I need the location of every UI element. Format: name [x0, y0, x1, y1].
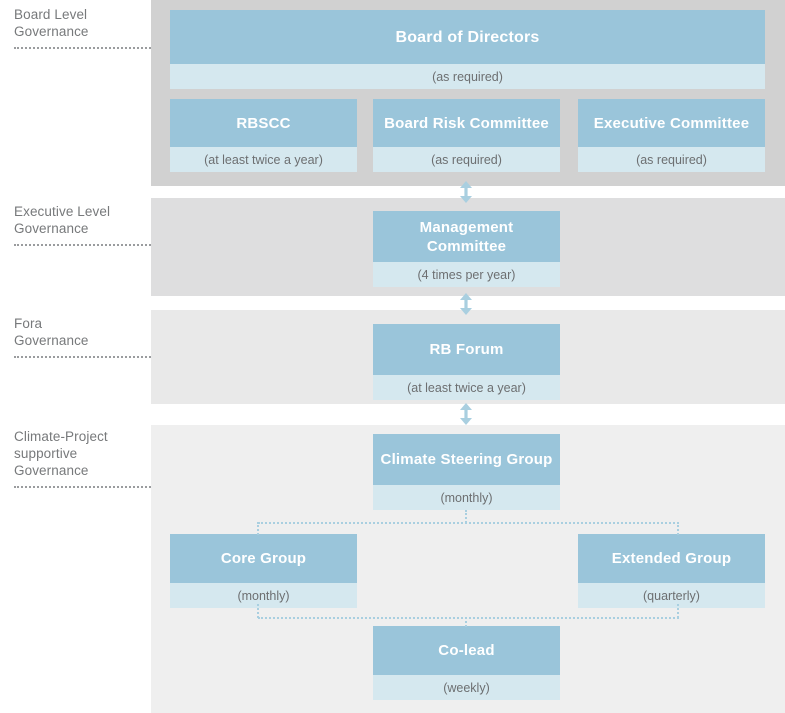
level-label-board-line1: Board Level — [14, 7, 88, 22]
node-board-risk-committee-frequency: (as required) — [373, 147, 560, 172]
level-rule-executive — [14, 244, 151, 246]
level-label-board: Board Level Governance — [14, 6, 150, 40]
node-board-of-directors-title: Board of Directors — [170, 10, 765, 64]
connector-climate-steering-group-stem — [465, 510, 467, 523]
node-management-committee[interactable]: Management Committee (4 times per year) — [373, 211, 560, 287]
double-arrow-icon-board-management — [456, 180, 476, 204]
double-arrow-icon-management-rbforum — [456, 292, 476, 316]
connector-lower-horizontal — [258, 617, 679, 619]
node-rbscc-frequency: (at least twice a year) — [170, 147, 357, 172]
connector-extended-group-lower-stem — [677, 604, 679, 618]
connector-extended-group-upper-stem — [677, 522, 679, 535]
level-label-fora: Fora Governance — [14, 315, 150, 349]
connector-core-group-upper-stem — [257, 522, 259, 535]
node-co-lead[interactable]: Co-lead (weekly) — [373, 626, 560, 700]
level-label-executive-line1: Executive Level — [14, 204, 111, 219]
node-co-lead-title: Co-lead — [373, 626, 560, 675]
connector-co-lead-stem — [465, 617, 467, 627]
node-rbscc[interactable]: RBSCC (at least twice a year) — [170, 99, 357, 172]
node-management-committee-title: Management Committee — [373, 211, 560, 262]
level-label-fora-line1: Fora — [14, 316, 43, 331]
level-label-climate: Climate-Project supportive Governance — [14, 428, 150, 479]
node-executive-committee[interactable]: Executive Committee (as required) — [578, 99, 765, 172]
level-label-climate-line1: Climate-Project — [14, 429, 108, 444]
node-extended-group-frequency: (quarterly) — [578, 583, 765, 608]
node-management-committee-frequency: (4 times per year) — [373, 262, 560, 287]
double-arrow-icon-rbforum-climate-steering-group — [456, 402, 476, 426]
level-label-fora-line2: Governance — [14, 333, 89, 348]
node-rb-forum-frequency: (at least twice a year) — [373, 375, 560, 400]
level-rule-board — [14, 47, 151, 49]
node-climate-steering-group-title: Climate Steering Group — [373, 434, 560, 485]
level-label-executive-line2: Governance — [14, 221, 89, 236]
node-extended-group-title: Extended Group — [578, 534, 765, 583]
node-extended-group[interactable]: Extended Group (quarterly) — [578, 534, 765, 608]
level-rule-fora — [14, 356, 151, 358]
node-core-group-title: Core Group — [170, 534, 357, 583]
node-rbscc-title: RBSCC — [170, 99, 357, 147]
node-board-of-directors-frequency: (as required) — [170, 64, 765, 89]
node-board-risk-committee-title: Board Risk Committee — [373, 99, 560, 147]
node-core-group-frequency: (monthly) — [170, 583, 357, 608]
node-co-lead-frequency: (weekly) — [373, 675, 560, 700]
level-label-climate-line2: supportive — [14, 446, 78, 461]
node-rb-forum[interactable]: RB Forum (at least twice a year) — [373, 324, 560, 400]
connector-upper-horizontal — [258, 522, 679, 524]
node-executive-committee-frequency: (as required) — [578, 147, 765, 172]
node-executive-committee-title: Executive Committee — [578, 99, 765, 147]
node-climate-steering-group-frequency: (monthly) — [373, 485, 560, 510]
connector-core-group-lower-stem — [257, 604, 259, 618]
level-rule-climate — [14, 486, 151, 488]
node-board-of-directors[interactable]: Board of Directors (as required) — [170, 10, 765, 89]
node-climate-steering-group[interactable]: Climate Steering Group (monthly) — [373, 434, 560, 510]
node-board-risk-committee[interactable]: Board Risk Committee (as required) — [373, 99, 560, 172]
level-label-board-line2: Governance — [14, 24, 89, 39]
node-core-group[interactable]: Core Group (monthly) — [170, 534, 357, 608]
level-label-climate-line3: Governance — [14, 463, 89, 478]
node-rb-forum-title: RB Forum — [373, 324, 560, 375]
level-label-executive: Executive Level Governance — [14, 203, 150, 237]
